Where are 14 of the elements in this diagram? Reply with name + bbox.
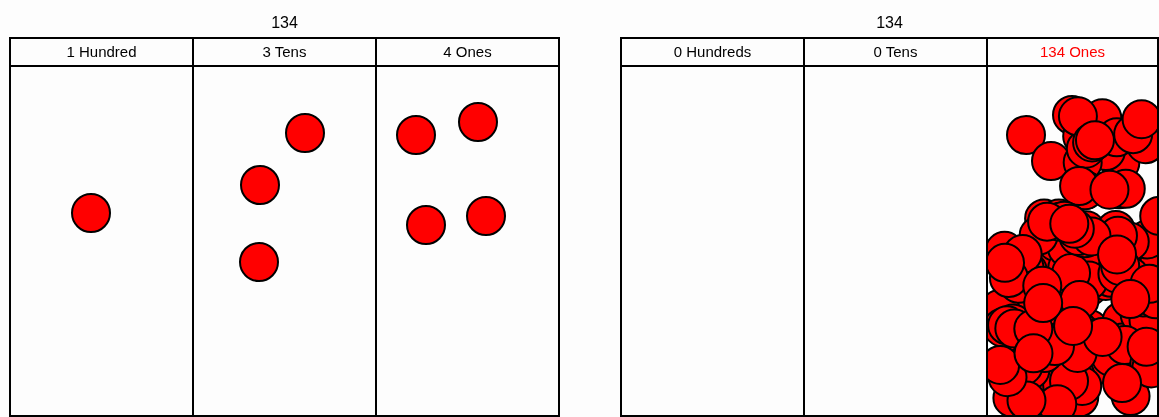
chart-title: 134 xyxy=(876,14,903,32)
column-header: 0 Hundreds xyxy=(673,42,752,62)
column-header: 0 Tens xyxy=(873,42,918,62)
place-value-column xyxy=(9,37,194,417)
column-header: 1 Hundred xyxy=(66,42,137,62)
column-header: 4 Ones xyxy=(443,42,492,62)
place-value-column xyxy=(986,37,1159,417)
column-header: 134 Ones xyxy=(1039,42,1105,62)
chart-title: 134 xyxy=(271,14,298,32)
place-value-column xyxy=(375,37,560,417)
column-header: 3 Tens xyxy=(262,42,307,62)
place-value-column xyxy=(192,37,377,417)
place-value-column xyxy=(620,37,805,417)
place-value-column xyxy=(803,37,988,417)
